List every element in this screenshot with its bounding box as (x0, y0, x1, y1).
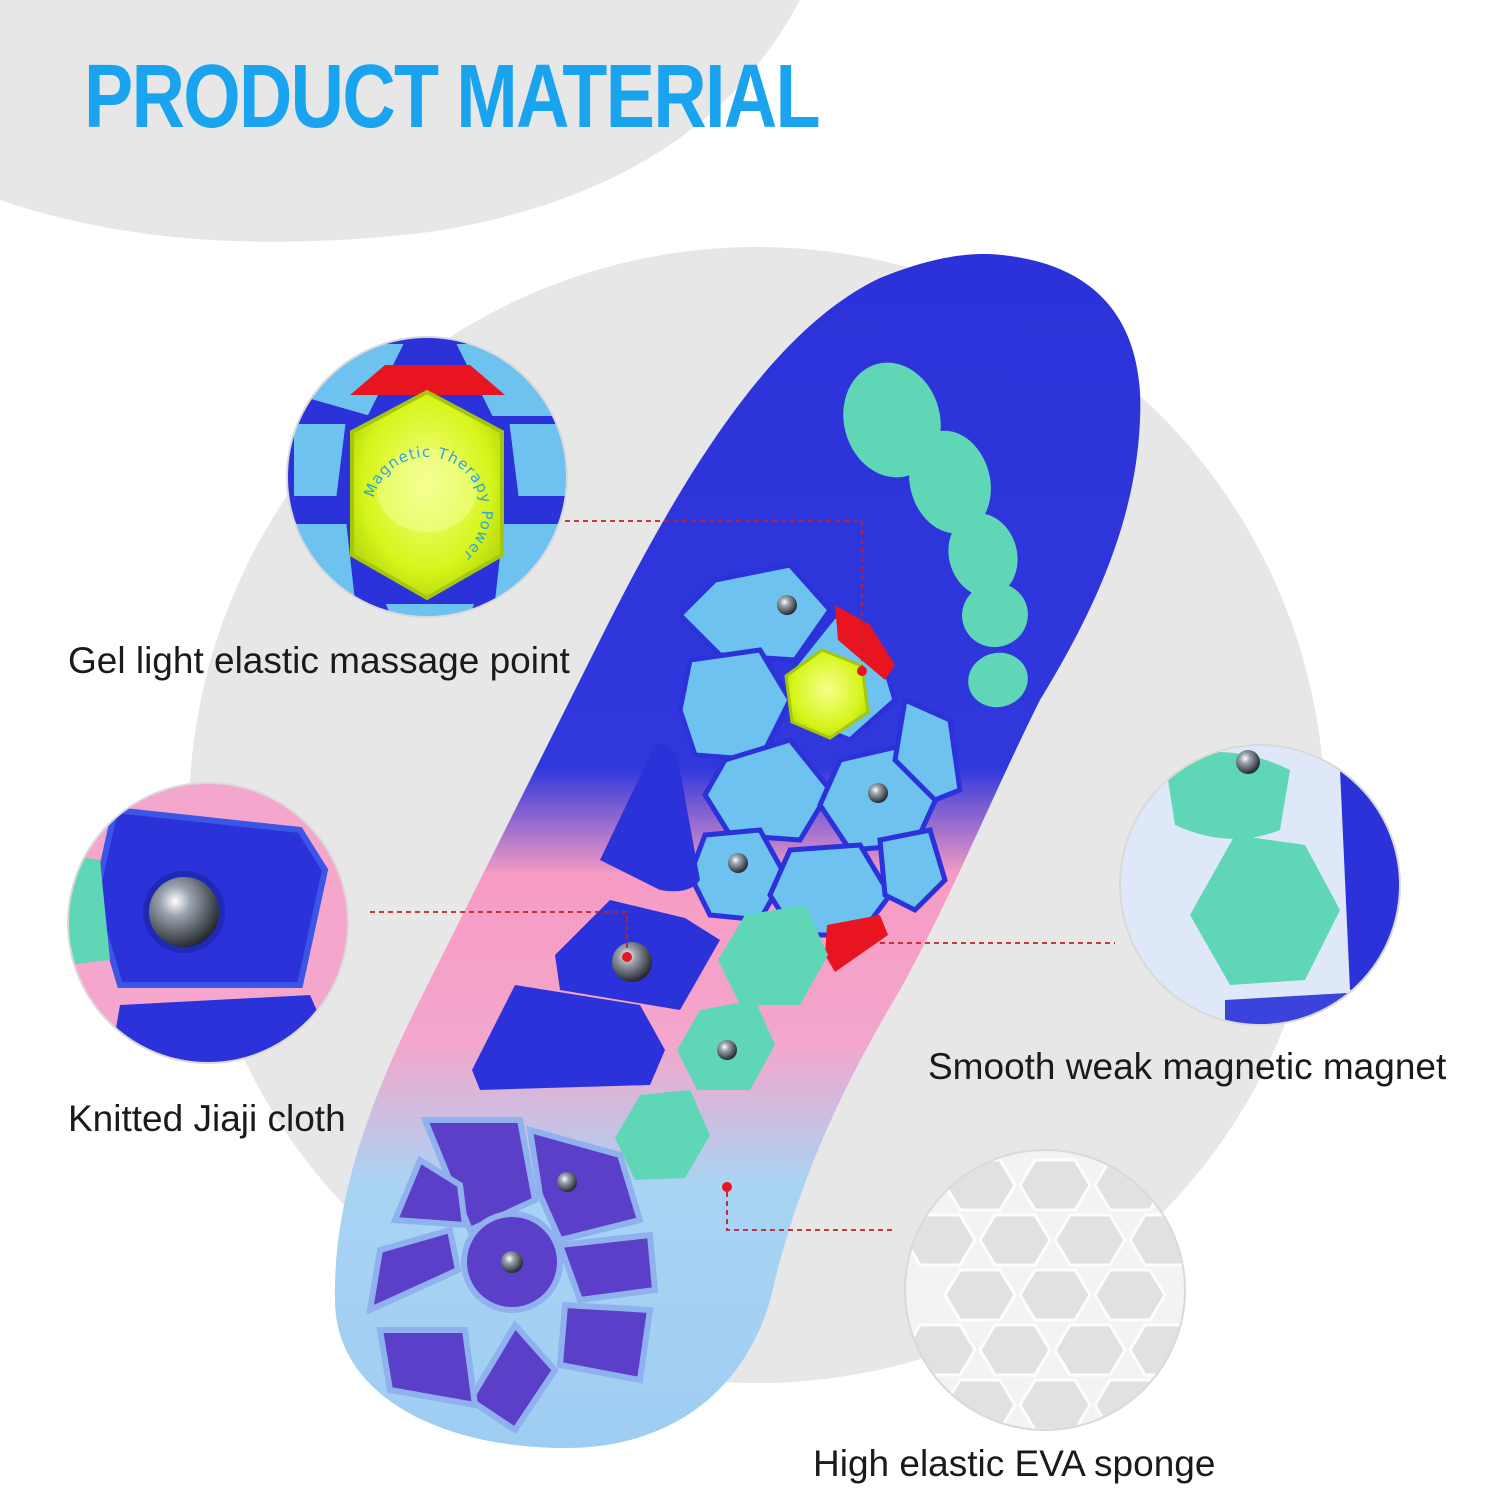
magnet-ball (557, 1172, 577, 1192)
gel-point-closeup: Magnetic Therapy Power (287, 337, 567, 617)
toe-pad-4 (962, 582, 1028, 648)
gel-pointer-dot (857, 666, 867, 676)
heel-rosette (366, 1117, 659, 1435)
magnet-ball (868, 783, 888, 803)
magnet-closeup-border (1119, 744, 1401, 1026)
gel-closeup-border (286, 336, 568, 618)
magnet-ball (717, 1040, 737, 1060)
label-eva-sponge: High elastic EVA sponge (813, 1443, 1216, 1484)
sponge-closeup (905, 1150, 1185, 1430)
top-grey-wedge (0, 0, 800, 242)
insole (334, 254, 1141, 1449)
mint-hex (718, 905, 828, 1005)
cloth-closeup (68, 783, 348, 1063)
mint-hex (615, 1090, 710, 1180)
red-accent-lower (825, 915, 888, 972)
magnet-ball (501, 1251, 523, 1273)
label-knitted-cloth: Knitted Jiaji cloth (68, 1098, 346, 1139)
toe-pad-2 (909, 430, 991, 534)
magnet-closeup (1120, 745, 1400, 1025)
magnet-ball (777, 595, 797, 615)
sponge-pointer-dot (722, 1182, 732, 1192)
label-magnet: Smooth weak magnetic magnet (928, 1046, 1447, 1087)
toe-pad-5 (968, 652, 1028, 708)
toe-pad-3 (948, 513, 1018, 597)
label-gel-massage-point: Gel light elastic massage point (68, 640, 570, 681)
arch-pad-lower (472, 985, 665, 1090)
callout-leaders (370, 520, 1115, 1231)
sponge-closeup-border (904, 1149, 1186, 1431)
page-title: PRODUCT MATERIAL (84, 47, 821, 147)
magnet-ball (728, 853, 748, 873)
forefoot-massage-cluster (676, 562, 963, 938)
arch-pad-upper (600, 744, 700, 892)
magnet-ball (612, 942, 652, 982)
cloth-pointer-dot (622, 952, 632, 962)
red-accent-upper (835, 605, 895, 680)
cloth-closeup-border (67, 782, 349, 1064)
